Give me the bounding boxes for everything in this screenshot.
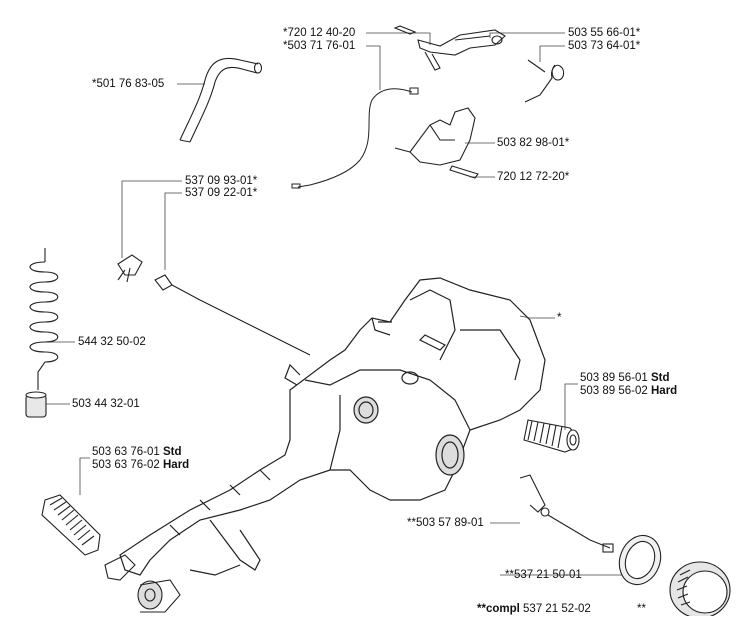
- throttle-trigger-part: [393, 25, 506, 71]
- part-number-label: *503 71 76-01: [283, 40, 356, 52]
- part-number-label: 503 89 56-02 Hard: [580, 385, 678, 397]
- part-number-label: 720 12 72-20*: [497, 171, 570, 183]
- part-number-label: 503 55 66-01*: [568, 27, 641, 39]
- vibration-damper-left-part: [41, 494, 181, 613]
- fuel-line-coil-part: [29, 248, 59, 390]
- part-number-label: 503 44 32-01: [72, 398, 140, 410]
- vibration-damper-right-part: [523, 419, 580, 453]
- spring-part: [524, 59, 565, 103]
- part-number-label: 503 63 76-02 Hard: [92, 459, 190, 471]
- throttle-cable-part: [291, 87, 419, 189]
- part-number-label: 544 32 50-02: [78, 336, 146, 348]
- part-number-label: 503 63 76-01 Std: [92, 446, 182, 458]
- fuel-filter-part: [25, 391, 47, 418]
- leader-lines: [45, 32, 701, 611]
- sealing-ring-part: [618, 534, 662, 586]
- part-number-label: 503 73 64-01*: [568, 40, 641, 52]
- part-number-label: 503 82 98-01*: [497, 137, 570, 149]
- part-number-label: 537 09 22-01*: [185, 187, 258, 199]
- part-number-label: *720 12 40-20: [283, 27, 356, 39]
- part-number-label: 503 89 56-01 Std: [580, 372, 670, 384]
- choke-lever-part: [519, 474, 614, 553]
- part-number-label: **537 21 50-01: [505, 569, 582, 581]
- part-number-label: **compl 537 21 52-02: [477, 603, 591, 615]
- part-number-label: *: [557, 312, 562, 324]
- part-number-label: 537 09 93-01*: [185, 175, 258, 187]
- rear-handle-housing-part: [119, 277, 546, 576]
- part-number-label: **: [637, 603, 646, 615]
- fuel-hose-part: [179, 57, 263, 143]
- throttle-lockout-part: [394, 107, 479, 179]
- fuel-cap-part: [669, 561, 731, 619]
- part-number-label: *501 76 83-05: [92, 78, 165, 90]
- part-number-label: **503 57 89-01: [407, 517, 484, 529]
- choke-rod-part: [117, 254, 311, 356]
